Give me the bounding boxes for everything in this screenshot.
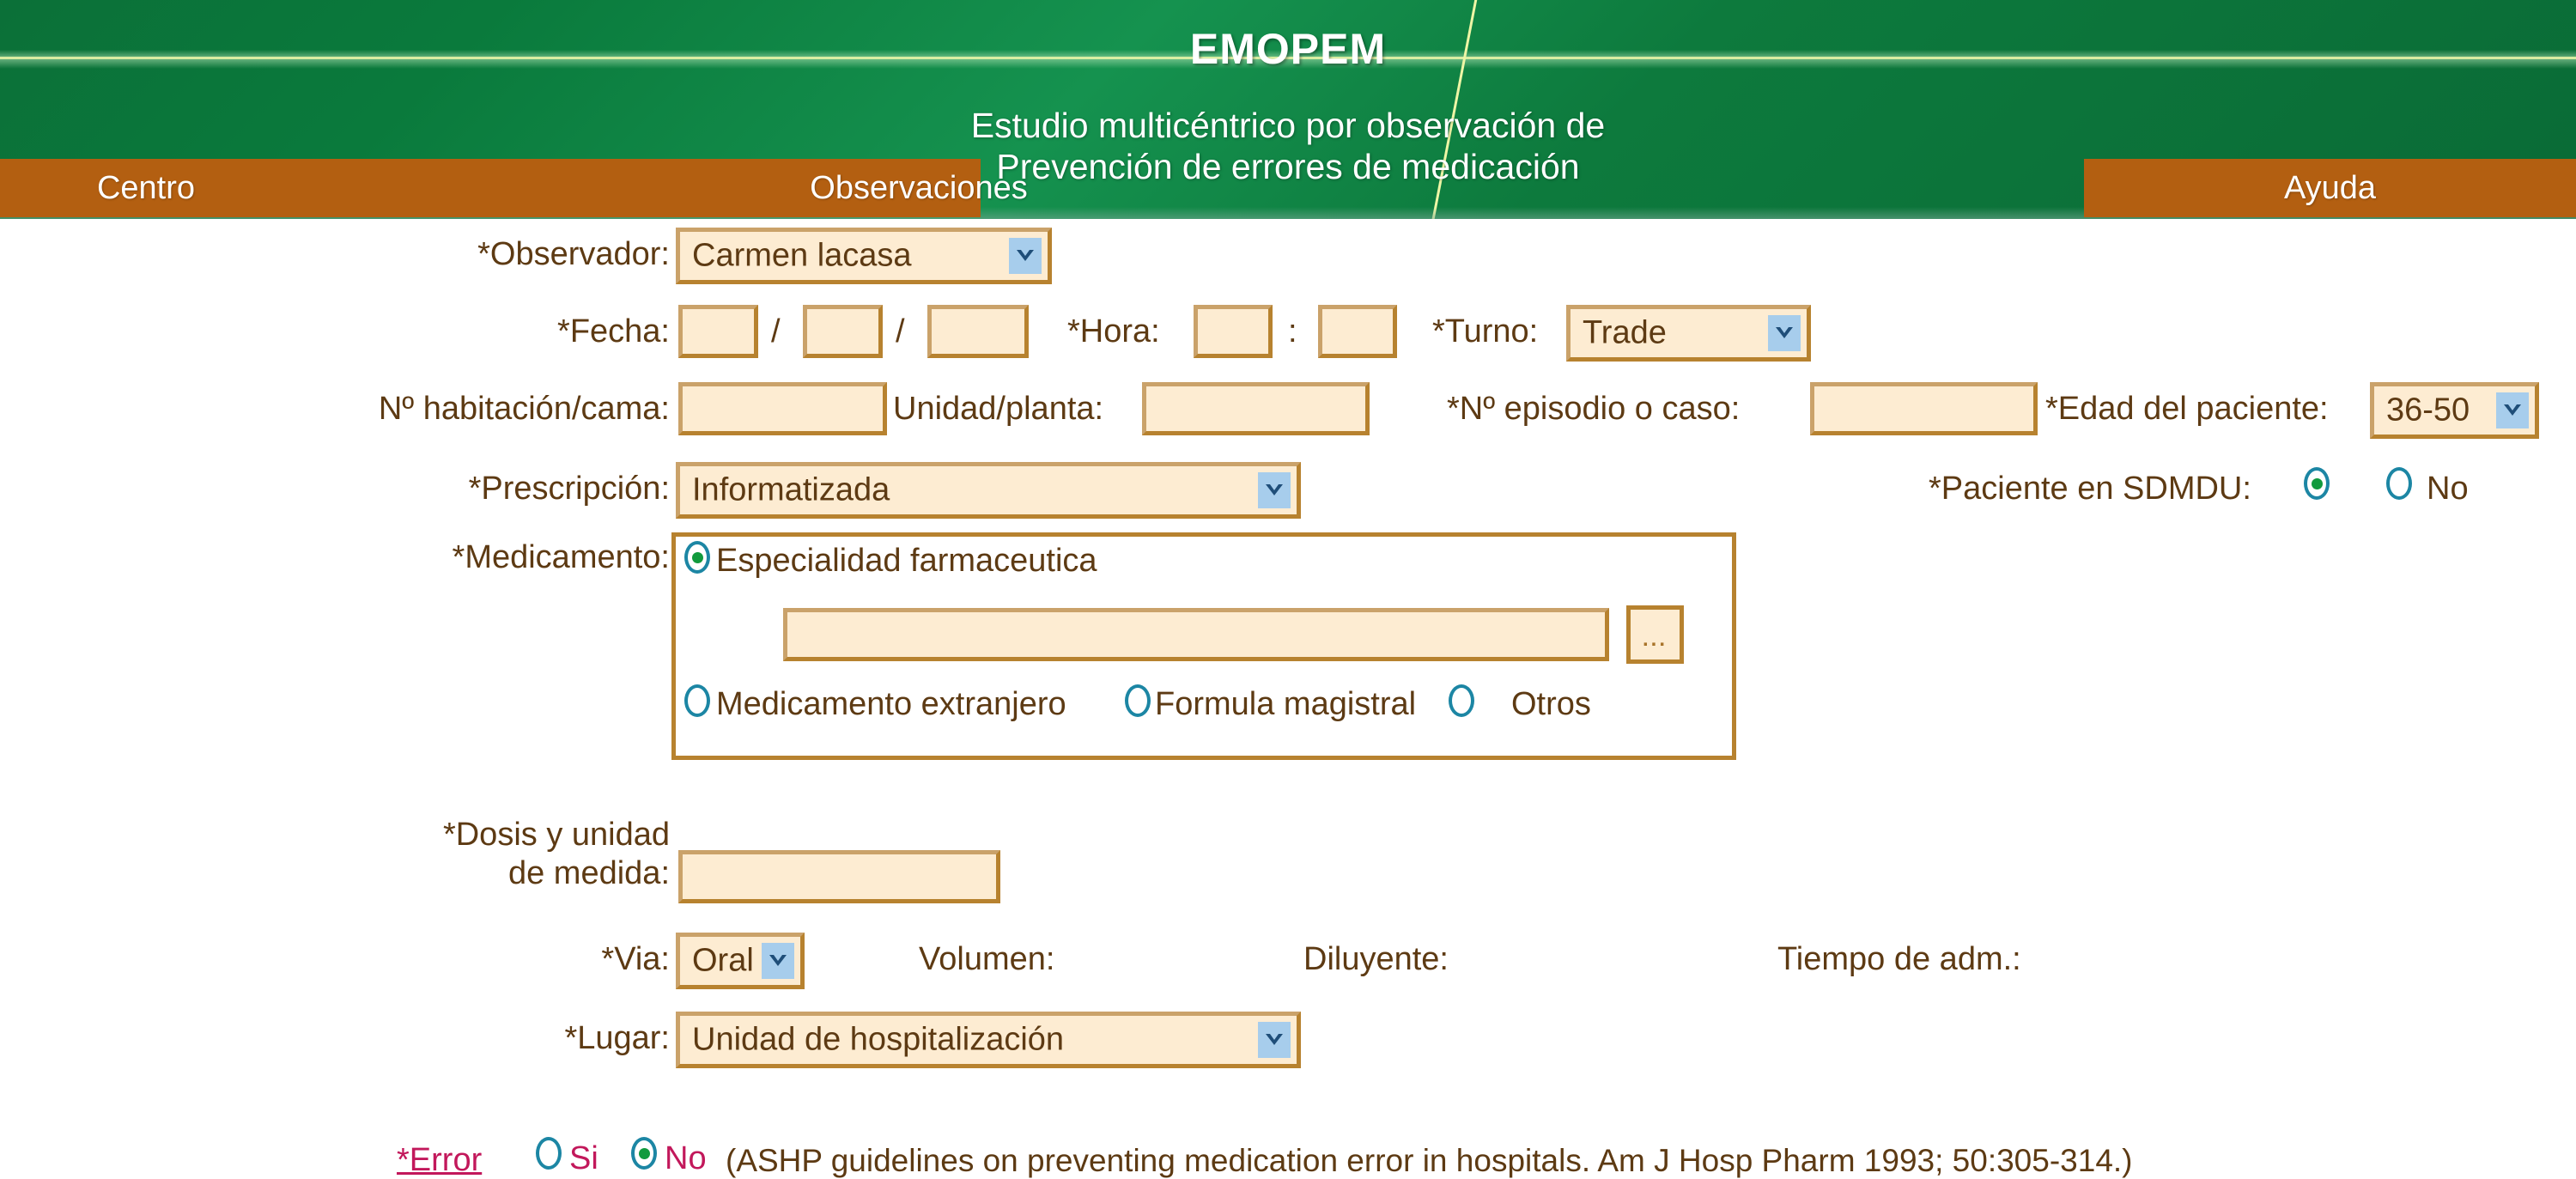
unidad-input[interactable] (1142, 382, 1370, 435)
nav-bar-left (0, 159, 981, 217)
lugar-value: Unidad de hospitalización (692, 1021, 1065, 1058)
medicamento-label: *Medicamento: (452, 539, 670, 575)
error-radio-no-label: No (665, 1140, 707, 1176)
habitacion-input[interactable] (678, 382, 887, 435)
edad-select[interactable]: 36-50 (2370, 382, 2539, 439)
prescripcion-select[interactable]: Informatizada (676, 462, 1301, 519)
habitacion-label: Nº habitación/cama: (378, 391, 670, 427)
error-citation: (ASHP guidelines on preventing medicatio… (726, 1143, 2133, 1178)
unidad-label: Unidad/planta: (893, 391, 1104, 427)
medicamento-search-input[interactable] (783, 608, 1609, 661)
app-title: EMOPEM (1189, 25, 1387, 73)
volumen-label: Volumen: (919, 941, 1055, 977)
error-radio-si[interactable] (536, 1137, 562, 1170)
episodio-input[interactable] (1810, 382, 2038, 435)
prescripcion-label: *Prescripción: (468, 471, 670, 507)
chevron-down-icon[interactable] (1258, 1022, 1291, 1058)
medicamento-radio-especialidad-label: Especialidad farmaceutica (716, 543, 1097, 579)
fecha-month-input[interactable] (803, 305, 883, 358)
chevron-down-icon[interactable] (1768, 315, 1801, 351)
chevron-down-icon[interactable] (2496, 392, 2529, 428)
error-radio-si-label: Si (569, 1140, 598, 1176)
hora-label: *Hora: (1067, 313, 1160, 349)
app-subtitle-line-2: Prevención de errores de medicación (996, 147, 1580, 187)
app-subtitle-line-1: Estudio multicéntrico por observación de (970, 106, 1606, 145)
via-value: Oral (692, 942, 754, 979)
sdmdu-radio-no-label: No (2427, 471, 2469, 507)
medicamento-radio-formula[interactable] (1125, 684, 1151, 717)
medicamento-radio-formula-label: Formula magistral (1155, 686, 1417, 722)
nav-item-centro[interactable]: Centro (96, 170, 196, 206)
hora-hours-input[interactable] (1194, 305, 1273, 358)
chevron-down-icon[interactable] (1009, 238, 1042, 274)
fecha-separator-2: / (896, 313, 905, 349)
dosis-label-line-2: de medida: (507, 855, 670, 891)
turno-select[interactable]: Trade (1566, 305, 1811, 362)
episodio-label: *Nº episodio o caso: (1447, 391, 1741, 427)
medicamento-radio-otros[interactable] (1449, 684, 1474, 717)
edad-value: 36-50 (2386, 392, 2470, 428)
ellipsis-icon: ... (1642, 628, 1668, 651)
via-label: *Via: (601, 941, 670, 977)
error-radio-no[interactable] (631, 1137, 657, 1170)
medicamento-radio-especialidad[interactable] (684, 541, 710, 574)
sdmdu-label: *Paciente en SDMDU: (1929, 471, 2251, 507)
hora-separator: : (1288, 313, 1297, 349)
prescripcion-value: Informatizada (692, 471, 890, 508)
header-horizontal-accent-line (0, 57, 2576, 59)
fecha-label: *Fecha: (557, 313, 670, 349)
via-select[interactable]: Oral (676, 933, 805, 989)
nav-item-observaciones[interactable]: Observaciones (810, 170, 1028, 206)
chevron-down-icon[interactable] (762, 943, 794, 979)
hora-minutes-input[interactable] (1318, 305, 1397, 358)
dosis-label-line-1: *Dosis y unidad (442, 817, 670, 853)
observador-select[interactable]: Carmen lacasa (676, 228, 1052, 284)
medicamento-radio-extranjero-label: Medicamento extranjero (716, 686, 1066, 722)
error-link[interactable]: *Error (397, 1142, 483, 1178)
tiempo-adm-label: Tiempo de adm.: (1777, 941, 2021, 977)
nav-item-ayuda[interactable]: Ayuda (2283, 170, 2377, 206)
fecha-day-input[interactable] (678, 305, 758, 358)
medicamento-radio-otros-label: Otros (1511, 686, 1591, 722)
turno-label: *Turno: (1432, 313, 1539, 349)
chevron-down-icon[interactable] (1258, 472, 1291, 508)
observation-form: *Observador: Carmen lacasa *Fecha: / / *… (0, 219, 2576, 1178)
observador-value: Carmen lacasa (692, 237, 912, 274)
app-subtitle: Estudio multicéntrico por observación de… (0, 105, 2576, 188)
lugar-label: *Lugar: (564, 1020, 670, 1056)
header-sheen (0, 50, 2576, 69)
sdmdu-radio-si[interactable] (2304, 467, 2330, 500)
medicamento-radio-extranjero[interactable] (684, 684, 710, 717)
nav-bar-right (2084, 159, 2576, 217)
observador-label: *Observador: (477, 236, 670, 272)
turno-value: Trade (1583, 314, 1667, 351)
medicamento-browse-button[interactable]: ... (1626, 605, 1684, 664)
sdmdu-radio-no[interactable] (2386, 467, 2412, 500)
diluyente-label: Diluyente: (1303, 941, 1449, 977)
fecha-separator-1: / (771, 313, 781, 349)
fecha-year-input[interactable] (927, 305, 1029, 358)
dosis-input[interactable] (678, 850, 1000, 903)
lugar-select[interactable]: Unidad de hospitalización (676, 1012, 1301, 1068)
edad-label: *Edad del paciente: (2045, 391, 2329, 427)
